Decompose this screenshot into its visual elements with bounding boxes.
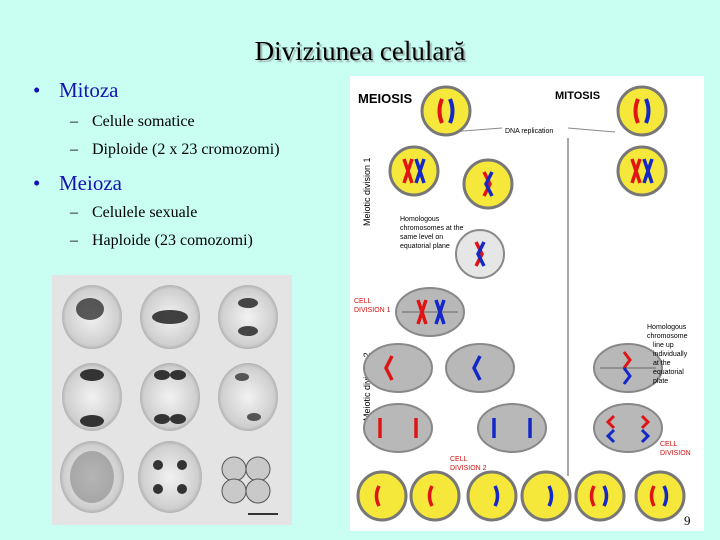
mitosis-metaphase-cell bbox=[593, 343, 663, 393]
sub-item-text: Celule somatice bbox=[92, 113, 195, 130]
diagram-svg: MEIOSIS MITOSIS Meiotic division 1 Meiot… bbox=[354, 85, 691, 522]
dash-glyph: – bbox=[70, 232, 78, 249]
homologous-note-line: chromosomes at the bbox=[400, 225, 464, 232]
meiosis-division-1-cell bbox=[395, 287, 465, 337]
mitosis-note-line: individually bbox=[653, 351, 688, 358]
meiosis-heading: MEIOSIS bbox=[358, 91, 413, 106]
micrograph-cell bbox=[218, 285, 278, 349]
dna-replication-label: DNA replication bbox=[505, 128, 553, 135]
meiosis-cell-3 bbox=[462, 158, 514, 210]
micrograph-cell bbox=[140, 363, 200, 431]
bullet-label: Meioza bbox=[59, 171, 122, 195]
bullet-mitoza: • Mitoza bbox=[33, 78, 118, 103]
mitosis-daughter-cell bbox=[634, 470, 686, 522]
slide-title: Diviziunea celulară bbox=[254, 36, 466, 66]
micrograph-cell bbox=[218, 363, 278, 431]
bullet-dot: • bbox=[33, 171, 41, 195]
sub-item-text: Celulele sexuale bbox=[92, 204, 198, 221]
page-number: 9 bbox=[684, 513, 691, 528]
meiosis-mitosis-diagram: MEIOSIS MITOSIS Meiotic division 1 Meiot… bbox=[350, 76, 704, 531]
micrograph-cell bbox=[140, 285, 200, 349]
micrograph-svg bbox=[52, 275, 292, 525]
mitosis-daughter-cell bbox=[574, 470, 626, 522]
cell-division-label: CELL bbox=[660, 441, 678, 448]
mitosis-heading: MITOSIS bbox=[555, 90, 600, 102]
meiosis-gamete bbox=[356, 470, 408, 522]
micrograph-cell bbox=[62, 285, 122, 349]
meiosis-gamete bbox=[520, 470, 572, 522]
mitosis-note-line: Homologous bbox=[647, 324, 687, 331]
meiosis-gamete bbox=[466, 470, 518, 522]
cell-micrograph-grid bbox=[52, 275, 292, 525]
meiosis-division-2-cell-left bbox=[363, 343, 433, 393]
meiosis-cell-2 bbox=[388, 145, 440, 197]
dash-glyph: – bbox=[70, 204, 78, 221]
sub-item: –Celule somatice bbox=[70, 113, 195, 131]
meiosis-division-2b-cell-right bbox=[477, 403, 547, 453]
mitosis-note-line: equatorial bbox=[653, 369, 684, 376]
sub-item: –Haploide (23 comozomi) bbox=[70, 232, 253, 250]
meiosis-division-2b-cell-left bbox=[363, 403, 433, 453]
cell-division-2-label: CELL bbox=[450, 456, 468, 463]
cell-division-label: DIVISION bbox=[660, 450, 691, 457]
sub-item: –Celulele sexuale bbox=[70, 204, 197, 222]
meiotic-division-2-label: Meiotic division 2 bbox=[362, 352, 372, 421]
scale-bar bbox=[248, 513, 278, 515]
micrograph-cell bbox=[138, 441, 202, 513]
meiotic-division-1-label: Meiotic division 1 bbox=[362, 157, 372, 226]
cell-division-1-label: DIVISION 1 bbox=[354, 307, 391, 314]
micrograph-cell bbox=[62, 363, 122, 431]
mitosis-note-line: line up bbox=[653, 342, 674, 349]
dash-glyph: – bbox=[70, 141, 78, 158]
bullet-dot: • bbox=[33, 78, 41, 102]
mitosis-cell-1 bbox=[616, 85, 668, 137]
sub-item: –Diploide (2 x 23 cromozomi) bbox=[70, 141, 280, 159]
cell-division-1-label: CELL bbox=[354, 298, 372, 305]
micrograph-cell bbox=[221, 456, 271, 504]
meiosis-cell-4 bbox=[455, 229, 505, 279]
bullet-meioza: • Meioza bbox=[33, 171, 122, 196]
sub-item-text: Haploide (23 comozomi) bbox=[92, 232, 253, 249]
homologous-note-line: Homologous bbox=[400, 216, 440, 223]
dash-glyph: – bbox=[70, 113, 78, 130]
meiosis-gamete bbox=[409, 470, 461, 522]
mitosis-note-line: at the bbox=[653, 360, 671, 367]
mitosis-note-line: plate bbox=[653, 378, 668, 385]
homologous-note-line: equatorial plane bbox=[400, 243, 450, 250]
meiosis-cell-1 bbox=[420, 85, 472, 137]
micrograph-cell bbox=[60, 441, 124, 513]
mitosis-cell-2 bbox=[616, 145, 668, 197]
bullet-label: Mitoza bbox=[59, 78, 119, 102]
meiosis-division-2-cell-right bbox=[445, 343, 515, 393]
dna-arrow-right bbox=[567, 127, 616, 133]
homologous-note-line: same level on bbox=[400, 234, 443, 241]
cell-division-2-label: DIVISION 2 bbox=[450, 465, 487, 472]
mitosis-note-line: chromosome bbox=[647, 333, 688, 340]
mitosis-anaphase-cell bbox=[593, 403, 663, 453]
sub-item-text: Diploide (2 x 23 cromozomi) bbox=[92, 141, 280, 158]
